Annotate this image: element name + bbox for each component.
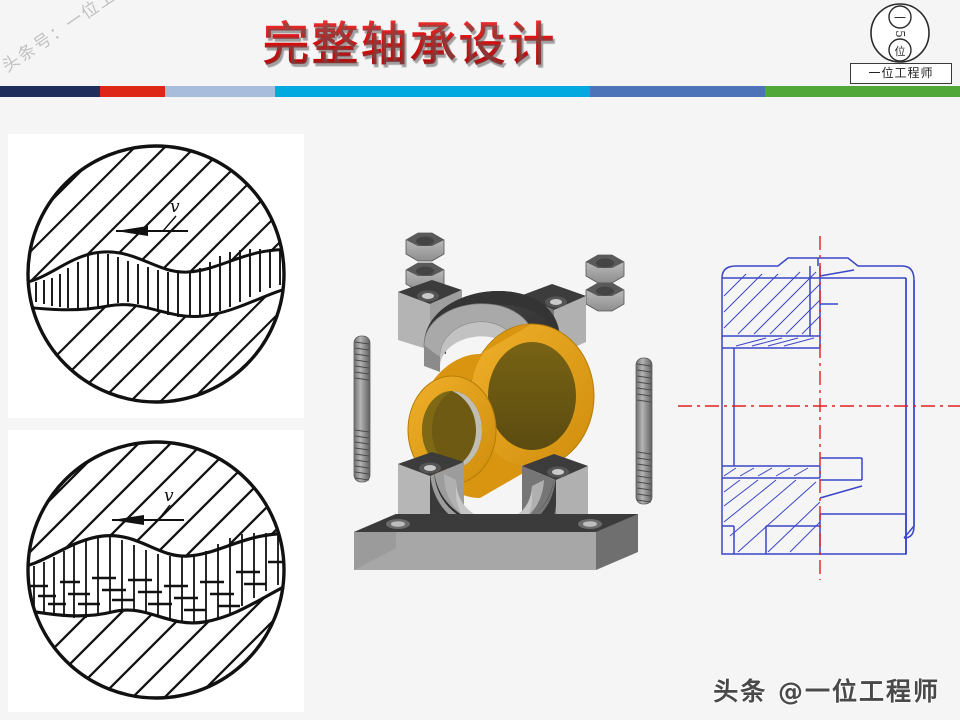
color-bar-segment-navy [0,86,100,97]
figure-panel-hydrodynamic-lubrication: v [8,430,304,712]
logo-block: 一 位 5 一位工程师 [848,2,952,84]
bearing-base [354,452,638,570]
velocity-label: v [164,486,174,506]
nut-group [405,232,625,312]
logo-mark-icon: 一 位 5 [870,3,930,63]
velocity-label: v [170,197,180,217]
figure-split-bearing-exploded-view [340,218,680,600]
watermark-bottom-right: 头条 @一位工程师 [713,677,940,706]
color-bar-segment-green [765,86,960,97]
logo-inner-bottom-char: 位 [895,44,906,58]
figure-bearing-section-drawing [678,236,960,580]
figure-panel-boundary-lubrication: v [8,134,304,418]
color-bar-segment-cyan [275,86,590,97]
bearing-section-svg [678,236,960,580]
velocity-arrow [116,215,188,236]
logo-inner-top-char: 一 [894,11,906,25]
stud-left [353,335,371,483]
logo-caption: 一位工程师 [850,63,952,84]
slide-header: 完整轴承设计 完整轴承设计 一 位 5 一位工程师 [0,0,960,100]
logo-middle-glyph: 5 [893,30,907,38]
header-color-bar [0,86,960,97]
centerline-group [678,236,960,580]
bronze-bushing [407,323,595,498]
section-hatch-upper [723,271,821,347]
boundary-lubrication-svg: v [26,144,286,404]
stud-right [635,357,653,505]
hydrodynamic-lubrication-svg: v [26,440,286,700]
section-hatch-lower [723,467,821,553]
color-bar-segment-red [100,86,165,97]
bearing-3d-svg [353,232,653,570]
color-bar-segment-light-blue [165,86,275,97]
color-bar-segment-steel-blue [590,86,765,97]
page-title: 完整轴承设计 [0,10,820,78]
velocity-arrow [112,504,184,525]
